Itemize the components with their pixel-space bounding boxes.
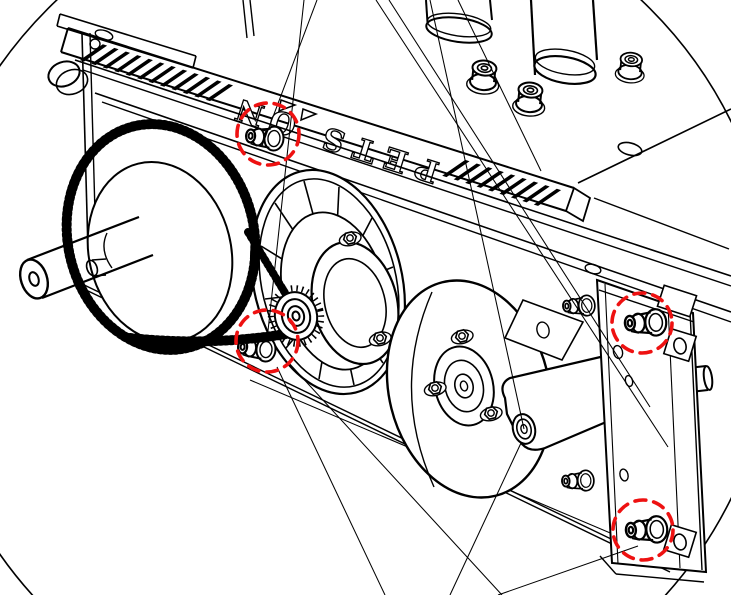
shaft-end-cap: [18, 258, 50, 300]
bracket-roller: [47, 60, 81, 88]
leader-line: [266, 0, 305, 341]
idler-disc-thickness: [410, 291, 435, 488]
chain-sprocket: [267, 285, 325, 347]
bearing-cylinder-right: [529, 0, 599, 85]
wheel-rim-inner: [258, 178, 400, 388]
left-bracket: [47, 13, 197, 251]
tread-hatch-right: [442, 159, 567, 208]
rail-washer: [584, 263, 602, 275]
arm-bracket-plate: [503, 298, 585, 361]
chain-run-lower: [125, 327, 303, 347]
chain-drive-assembly: [18, 119, 325, 364]
channel-hole: [619, 468, 629, 482]
shaft-end-hole: [28, 271, 40, 287]
highlight-circles: [234, 101, 675, 562]
tread-plate-end-cap: [564, 186, 592, 223]
leader-line: [261, 0, 318, 147]
leader-line: [287, 361, 503, 595]
leader-line: [457, 0, 542, 172]
roller-chain-loop: [61, 119, 261, 355]
channel-hole: [612, 344, 624, 360]
bracket-hole: [94, 29, 114, 41]
leader-line: [449, 442, 522, 595]
leader-line: [388, 0, 651, 408]
leader-line: [497, 545, 639, 595]
highlight-circle-grease-fitting-right-lower: [611, 498, 675, 562]
leader-line: [375, 0, 669, 448]
highlight-circle-grease-fitting-mid-left: [234, 308, 300, 374]
wheel-hub-ring: [323, 257, 387, 349]
leader-lines: [261, 0, 669, 595]
rail-hole: [617, 141, 643, 157]
highlight-circle-grease-fitting-top: [235, 101, 301, 167]
output-shaft: [18, 215, 154, 300]
leader-line: [429, 0, 525, 430]
rod-end: [702, 365, 714, 391]
leader-line: [276, 366, 386, 595]
highlight-circle-grease-fitting-right-upper: [610, 291, 674, 355]
right-support-channel: [560, 278, 708, 583]
tread-triangle: [300, 107, 319, 122]
